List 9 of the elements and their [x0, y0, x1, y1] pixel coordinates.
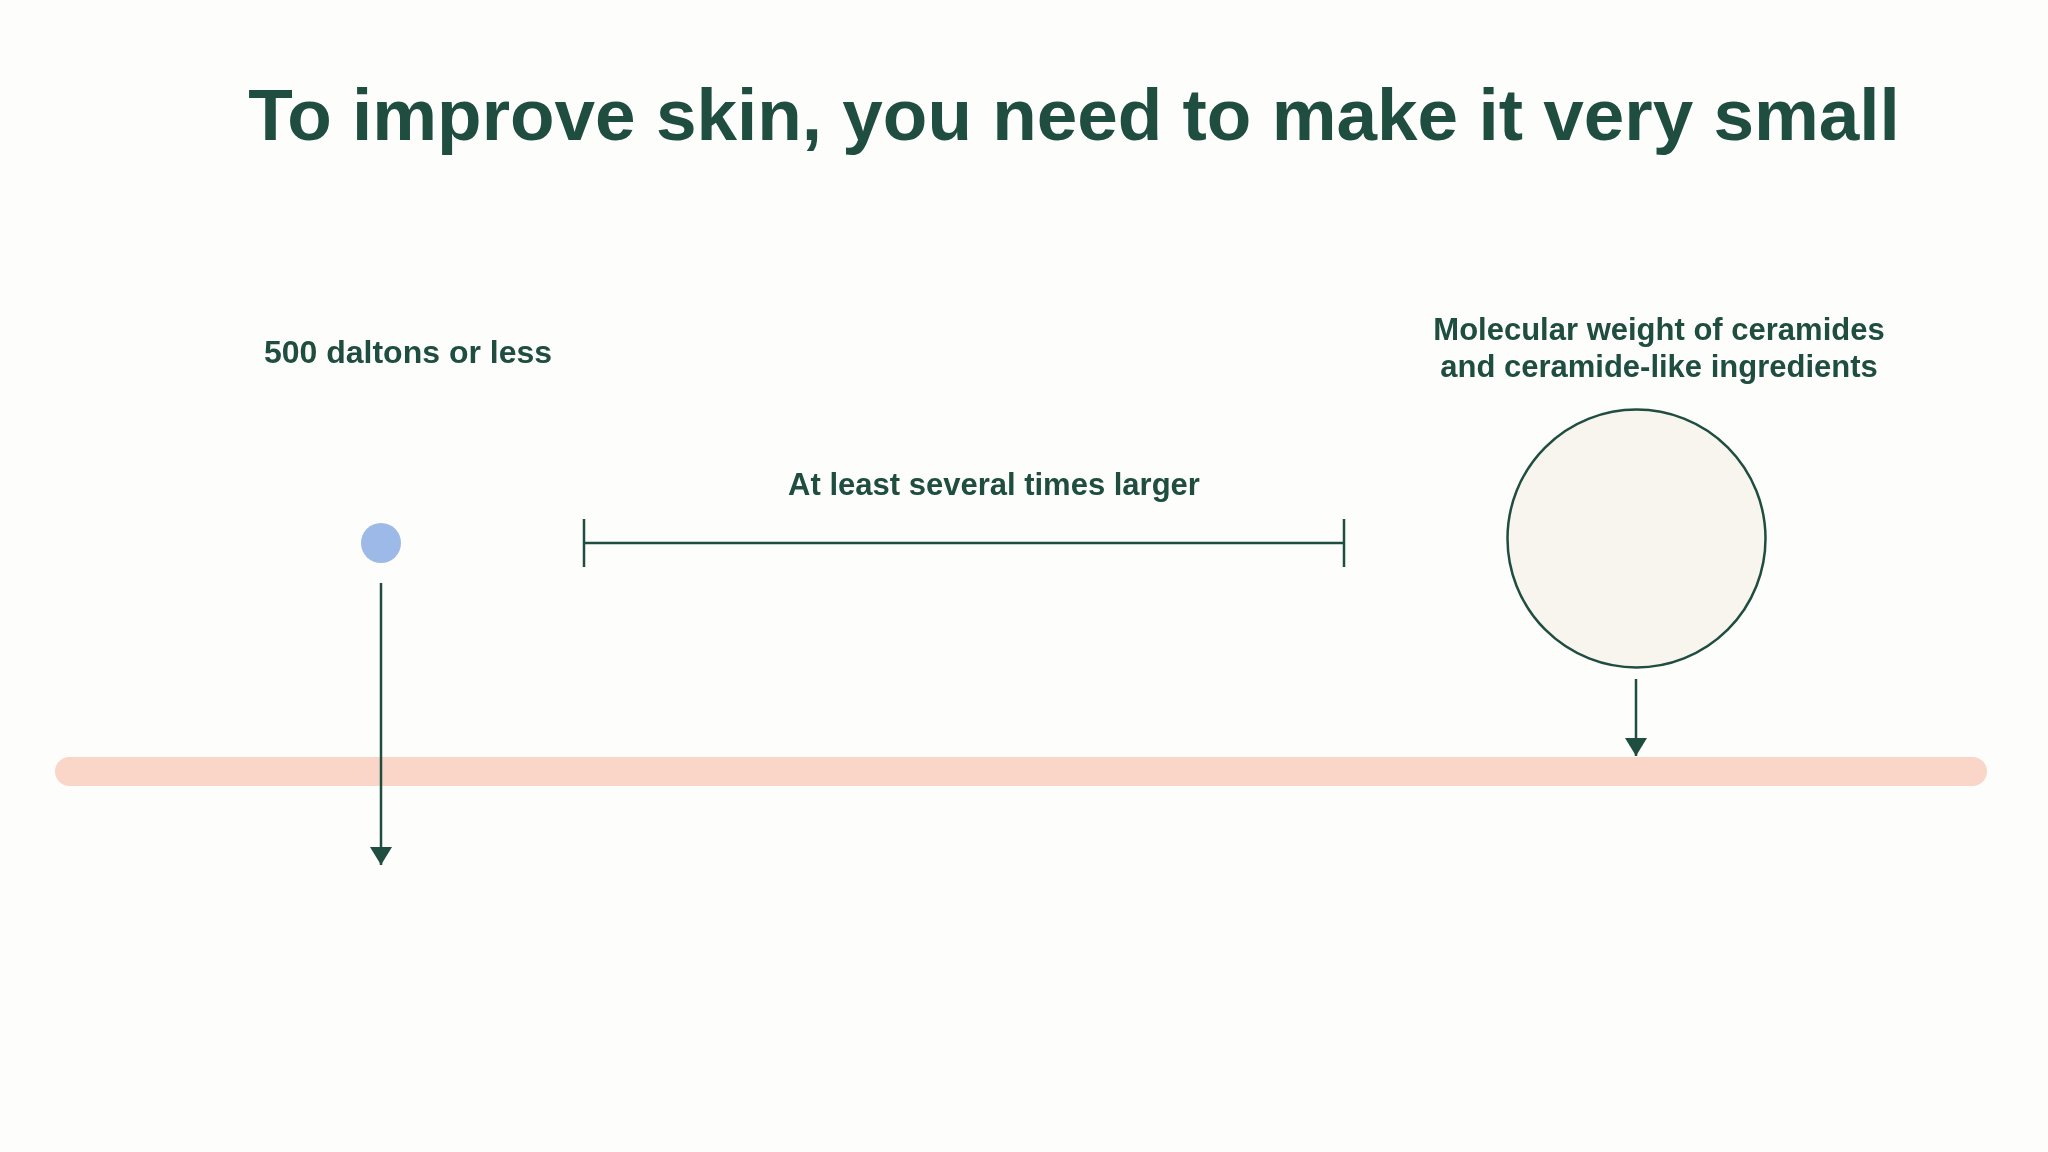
large-circle — [1504, 406, 1768, 670]
dimension-label: At least several times larger — [788, 466, 1200, 504]
size-label: 500 daltons or less — [263, 332, 553, 372]
title: To improve skin, you need to make it very small — [248, 73, 1900, 158]
arrow — [1625, 679, 1647, 756]
size-label: Molecular weight of ceramides and ceramide-like ingredients — [1432, 310, 1886, 386]
arrow — [370, 583, 392, 865]
small-circle — [361, 523, 401, 563]
horizontal-band — [55, 757, 1987, 786]
